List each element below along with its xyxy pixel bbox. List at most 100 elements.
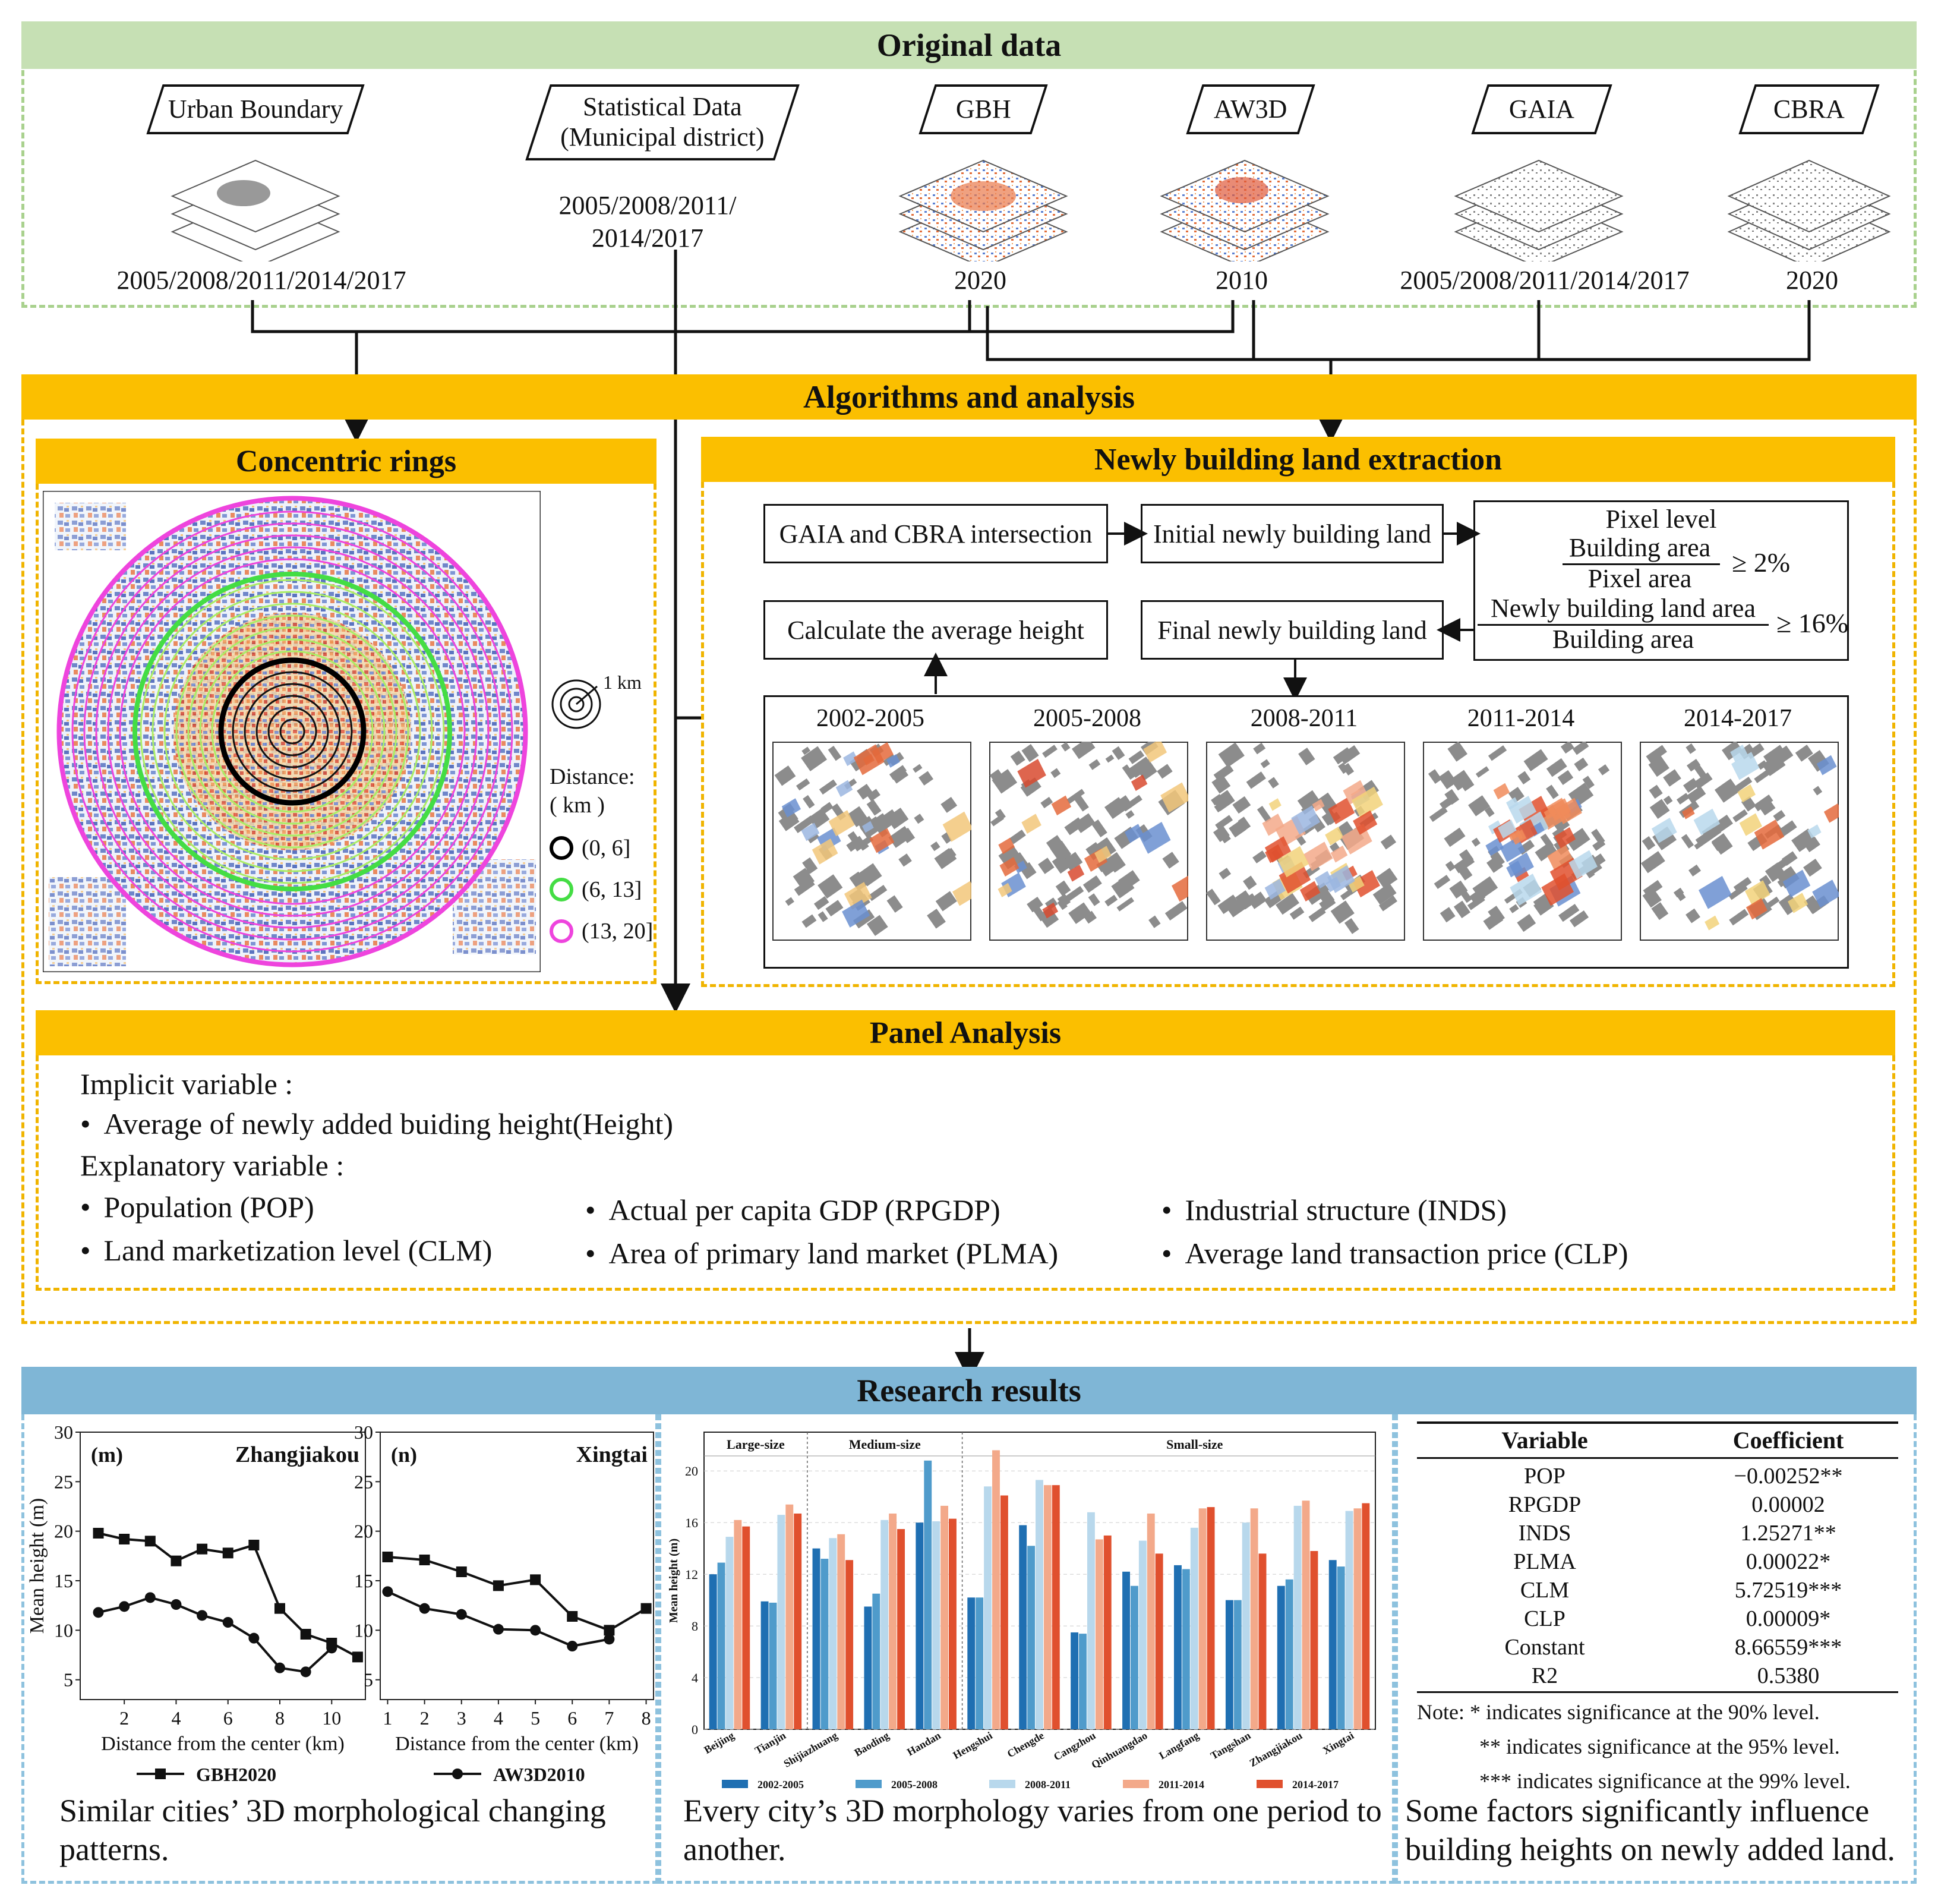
- rings-frame: [36, 484, 656, 984]
- table-cell-variable: CLP: [1524, 1606, 1565, 1631]
- legend-label: 2011-2014: [1159, 1779, 1204, 1790]
- building-footprint: [1276, 893, 1299, 915]
- building-footprint: [846, 836, 864, 852]
- table-top-rule: [1417, 1421, 1898, 1424]
- data-point-circle: [248, 1632, 260, 1644]
- building-footprint: [785, 897, 794, 906]
- results-title: Research results: [857, 1373, 1081, 1408]
- bar: [1182, 1569, 1190, 1729]
- original-data-title: Original data: [876, 27, 1062, 63]
- data-point-square: [530, 1574, 541, 1585]
- fraction1-denominator: Pixel area: [1587, 564, 1692, 593]
- newly-built-patch: [1291, 805, 1321, 835]
- building-footprint: [1445, 860, 1456, 872]
- building-footprint: [1333, 747, 1353, 765]
- fraction1-threshold: ≥ 2%: [1732, 547, 1791, 578]
- bar: [1207, 1507, 1215, 1729]
- bar: [820, 1559, 829, 1729]
- data-point-circle: [93, 1607, 104, 1618]
- building-footprint: [1020, 777, 1041, 797]
- colored-layers-icon: [1160, 159, 1330, 261]
- fraction1-numerator: Building area: [1568, 533, 1711, 562]
- chart-title: Xingtai: [576, 1442, 648, 1467]
- y-tick-label: 10: [54, 1619, 73, 1641]
- x-tick-label: 3: [457, 1707, 466, 1729]
- building-footprint: [1164, 901, 1188, 921]
- data-point-square: [419, 1555, 430, 1565]
- extraction-title: Newly building land extraction: [1094, 442, 1503, 477]
- newly-built-patch: [1812, 880, 1839, 908]
- newly-built-patch: [1554, 827, 1576, 849]
- years-statistical: 2005/2008/2011/ 2014/2017: [558, 191, 737, 253]
- building-footprint: [1598, 764, 1610, 776]
- bar: [864, 1606, 872, 1729]
- building-footprint: [1763, 745, 1787, 766]
- building-footprint: [1372, 882, 1397, 905]
- building-footprint: [1064, 817, 1084, 836]
- newly-built-patch: [1262, 814, 1284, 836]
- bar: [932, 1521, 940, 1729]
- building-footprint: [1248, 891, 1267, 909]
- building-footprint: [1444, 827, 1466, 847]
- newly-built-patch: [1488, 820, 1503, 834]
- building-footprint: [857, 783, 873, 800]
- years-urban-boundary: 2005/2008/2011/2014/2017: [116, 266, 406, 295]
- building-footprint: [886, 808, 909, 830]
- bar: [785, 1504, 794, 1729]
- building-footprint: [1572, 742, 1589, 755]
- x-tick-label: Handan: [905, 1729, 943, 1758]
- building-footprint: [1376, 868, 1398, 889]
- bar: [967, 1597, 976, 1729]
- table-note-3: *** indicates significance at the 99% le…: [1479, 1769, 1851, 1793]
- y-tick-label: 16: [685, 1515, 698, 1530]
- building-footprint: [820, 802, 834, 814]
- building-footprint: [1517, 913, 1536, 932]
- building-footprint: [1649, 784, 1663, 799]
- building-footprint: [1453, 900, 1470, 919]
- building-footprint: [1762, 754, 1786, 777]
- table-cell-variable: RPGDP: [1508, 1492, 1582, 1517]
- data-point-circle: [274, 1662, 285, 1673]
- data-point-square: [300, 1629, 311, 1640]
- var-clp: Average land transaction price (CLP): [1161, 1236, 1628, 1271]
- bar: [829, 1538, 837, 1729]
- building-footprint: [1733, 776, 1753, 793]
- bar: [1174, 1565, 1182, 1729]
- building-footprint: [1681, 834, 1694, 849]
- bar: [1293, 1505, 1302, 1729]
- data-point-square: [493, 1580, 504, 1591]
- newly-built-patch: [863, 754, 875, 766]
- building-footprint: [819, 779, 837, 795]
- newly-built-patch: [1067, 865, 1085, 882]
- building-footprint: [1673, 887, 1684, 898]
- plot-area: [380, 1432, 654, 1700]
- gray-layers-icon: [1727, 159, 1891, 261]
- building-footprint: [1289, 906, 1305, 920]
- building-footprint: [866, 915, 888, 936]
- data-point-square: [222, 1547, 233, 1559]
- data-point-circle: [119, 1601, 130, 1612]
- data-point-circle: [326, 1643, 337, 1654]
- y-tick-label: 20: [685, 1464, 698, 1479]
- bar: [717, 1562, 725, 1729]
- bar: [1147, 1513, 1155, 1729]
- newly-built-patch: [1511, 829, 1526, 845]
- newly-built-patch: [1160, 782, 1188, 813]
- building-footprint: [1475, 766, 1489, 778]
- legend-swatch: [856, 1780, 882, 1788]
- newly-built-patch: [1265, 844, 1284, 863]
- building-footprint: [1488, 745, 1507, 761]
- building-footprint: [1540, 833, 1554, 849]
- newly-built-patch: [998, 882, 1012, 897]
- bar: [1130, 1585, 1138, 1729]
- period-label: 2002-2005: [816, 705, 924, 732]
- newly-built-patch: [1746, 898, 1767, 920]
- building-footprint: [1729, 909, 1749, 926]
- building-footprint: [813, 896, 829, 910]
- fraction2-bar: [1478, 624, 1769, 626]
- building-footprint: [1447, 742, 1467, 762]
- data-point-square: [567, 1611, 578, 1622]
- x-axis-label: Distance from the center (km): [101, 1733, 345, 1755]
- bar: [1095, 1539, 1103, 1729]
- building-footprint: [1560, 742, 1574, 754]
